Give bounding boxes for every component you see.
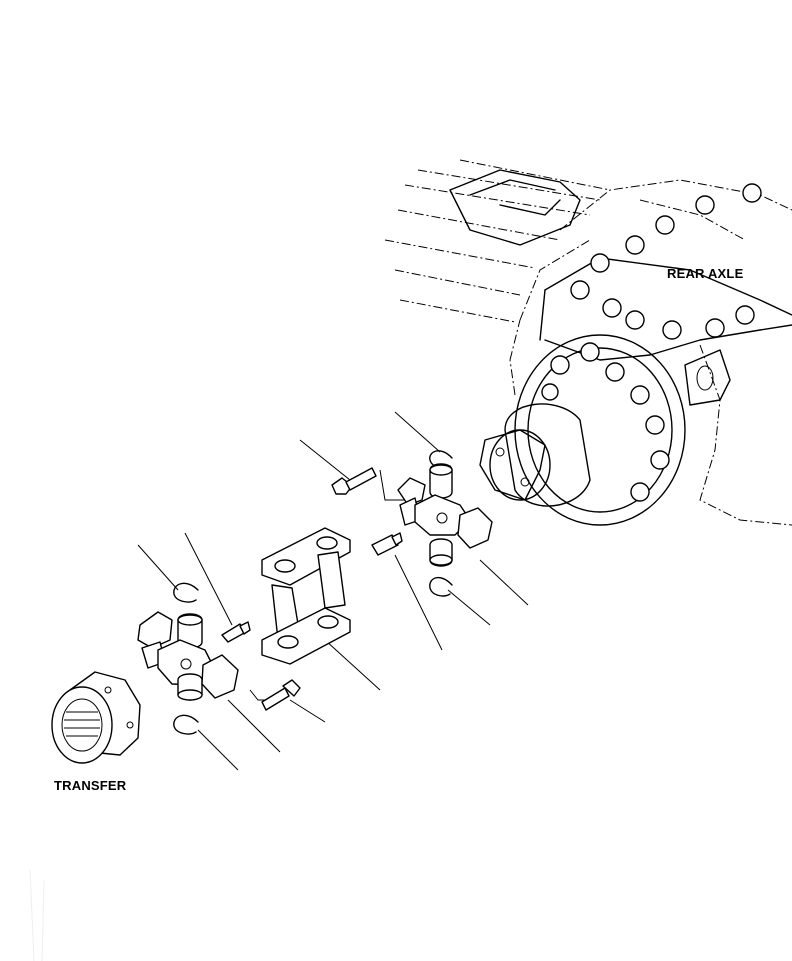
snap-ring-lower-b bbox=[173, 714, 199, 735]
rear-axle-housing bbox=[384, 159, 792, 526]
bolt-upper bbox=[331, 467, 377, 495]
universal-joint-upper bbox=[397, 463, 493, 567]
transfer-flange bbox=[51, 671, 141, 764]
transfer-label: TRANSFER bbox=[54, 778, 127, 793]
bolt-lower bbox=[261, 679, 301, 711]
universal-joint-lower bbox=[137, 611, 239, 701]
rear-axle-label: REAR AXLE bbox=[667, 266, 744, 281]
grease-fitting-upper bbox=[371, 532, 403, 556]
snap-ring-middle bbox=[429, 576, 453, 597]
flange-bolts bbox=[541, 342, 670, 502]
scan-artifact bbox=[29, 869, 45, 961]
snap-ring-lower-a bbox=[173, 582, 199, 603]
grease-fitting-lower bbox=[221, 621, 251, 643]
center-yoke bbox=[261, 527, 351, 665]
cover-bolts bbox=[570, 183, 762, 340]
